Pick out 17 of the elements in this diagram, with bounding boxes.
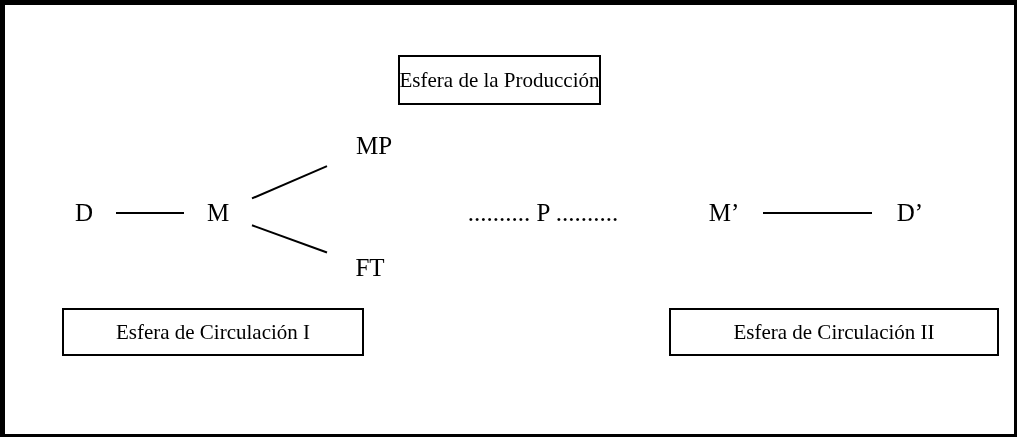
symbol-label: D’ <box>896 199 924 227</box>
connector-line <box>762 212 873 214</box>
symbol-label: M’ <box>708 199 740 227</box>
label-box <box>398 55 601 105</box>
symbol-label: MP <box>355 132 393 160</box>
label-box <box>669 308 999 356</box>
box-label: Esfera de Circulación I <box>115 319 311 345</box>
box-label: Esfera de Circulación II <box>733 319 935 345</box>
symbol-label: M <box>206 199 230 227</box>
box-label: Esfera de la Producción <box>399 67 600 93</box>
symbol-label: FT <box>355 254 385 282</box>
label-box <box>62 308 364 356</box>
symbol-label: D <box>74 199 94 227</box>
symbol-label: .......... P .......... <box>467 199 619 227</box>
connector-line <box>251 165 328 200</box>
connector-line <box>115 212 185 214</box>
connector-line <box>251 224 328 254</box>
